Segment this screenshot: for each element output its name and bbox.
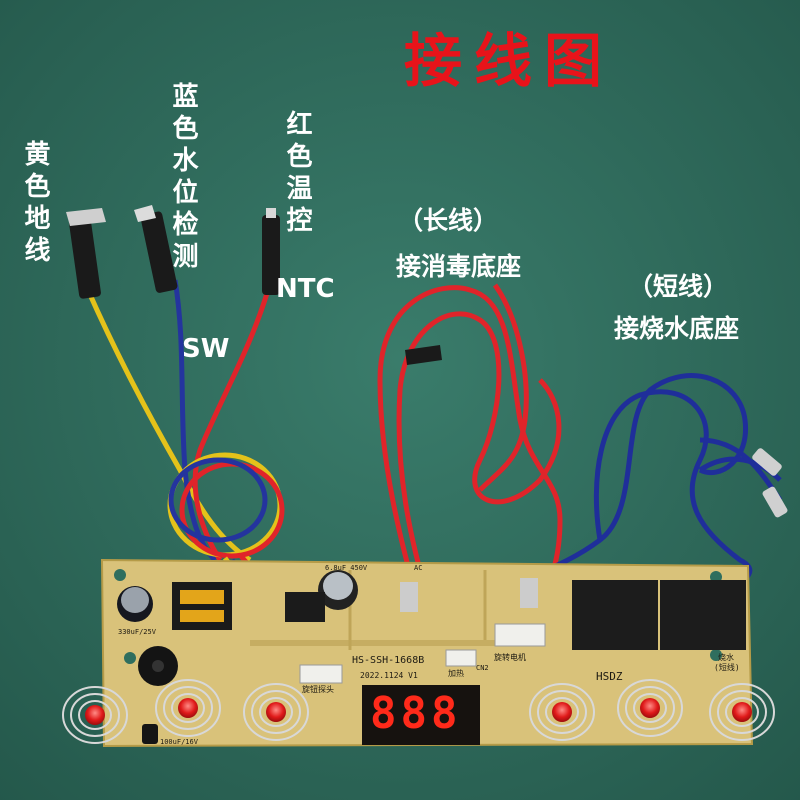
led-spring-button <box>709 683 775 741</box>
label-long-wire: （长线） <box>398 206 499 235</box>
label-long-wire-dest: 接消毒底座 <box>396 252 522 281</box>
board-model: HS-SSH-1668B <box>352 655 425 666</box>
board-date: 2022.1124 V1 <box>360 671 418 680</box>
ic-chip <box>285 592 325 622</box>
label-red-ntc: NTC <box>276 274 335 304</box>
label-blue-water-level: 蓝色水位检测 <box>168 82 198 274</box>
led-spring-buttons <box>62 679 775 744</box>
relay <box>572 580 746 650</box>
connector-motor-label: 旋转电机 <box>494 653 526 662</box>
capacitor-left <box>117 586 153 622</box>
ac-terminals <box>400 578 538 612</box>
label-yellow-ground: 黄色地线 <box>20 140 50 268</box>
buzzer <box>138 646 178 686</box>
led-spring-button <box>617 679 683 737</box>
cap-large-label: 6.8uF 450V <box>325 564 368 572</box>
ac-label: AC <box>414 564 423 572</box>
blue-short-wire <box>439 373 788 603</box>
relay-label-2: (短线) <box>714 663 740 672</box>
led-spring-button <box>62 686 128 744</box>
label-blue-sw: SW <box>182 334 230 364</box>
cap-small-bottom-label: 100uF/16V <box>160 738 198 746</box>
board-brand: HSDZ <box>596 670 623 683</box>
page-title: 接线图 <box>404 27 615 95</box>
white-connector-right <box>494 623 546 647</box>
label-short-wire-dest: 接烧水底座 <box>614 314 740 343</box>
capacitor-large <box>318 570 358 610</box>
seven-segment-display <box>362 685 480 745</box>
red-long-wire <box>377 283 563 611</box>
cn-label: CN2 <box>476 664 489 672</box>
led-spring-button <box>155 679 221 737</box>
yellow-ground-wire <box>66 208 252 563</box>
white-connector-left <box>299 664 343 684</box>
led-spring-button <box>529 683 595 741</box>
transformer <box>172 582 232 630</box>
display-digits: 888 <box>370 688 462 739</box>
label-short-wire: （短线） <box>628 272 729 301</box>
white-connector-middle <box>445 649 477 667</box>
relay-label-1: 烧水 <box>718 653 734 662</box>
capacitor-bottom <box>142 724 158 744</box>
cap-small-left-label: 330uF/25V <box>118 628 156 636</box>
connector-probe-label: 旋钮探头 <box>302 685 334 694</box>
connector-heat-label: 加热 <box>448 669 464 678</box>
label-red-temp: 红色温控 <box>282 110 312 238</box>
led-spring-button <box>243 683 309 741</box>
red-ntc-wire <box>192 208 280 562</box>
